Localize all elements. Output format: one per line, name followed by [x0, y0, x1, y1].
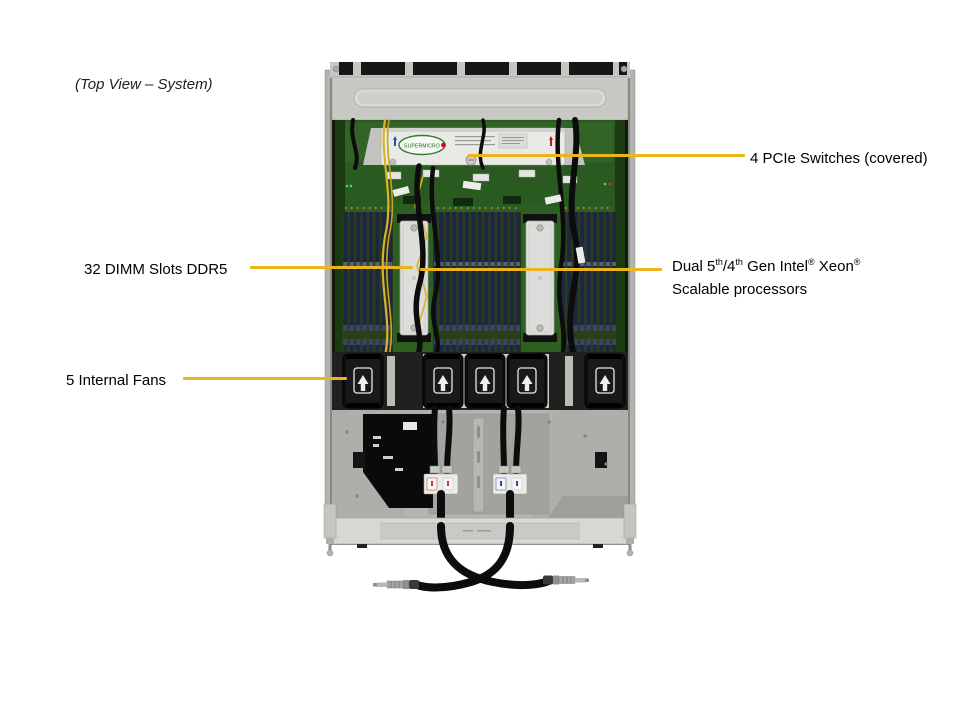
- callout-label-processors: Dual 5th/4th Gen Intel® Xeon® Scalable p…: [672, 255, 860, 301]
- coolant-hoses: [373, 522, 589, 592]
- cpu-coldplate-2: [523, 214, 557, 342]
- server-top-view-illustration: SUPERMICRO: [323, 62, 637, 592]
- fan-3: [464, 353, 506, 409]
- chassis-top-bracket: [331, 76, 629, 121]
- callout-label-fans: 5 Internal Fans: [66, 372, 167, 389]
- fan-5: [584, 353, 626, 409]
- top-connector-strip: [330, 62, 630, 78]
- callout-line-pcie-switches: [468, 154, 745, 157]
- fan-1: [342, 353, 384, 409]
- supermicro-logo: SUPERMICRO: [398, 134, 446, 156]
- internal-fans: [342, 353, 626, 409]
- dimm-bank-left: [341, 207, 393, 357]
- supermicro-logo-text: SUPERMICRO: [404, 144, 440, 150]
- dimm-bank-right: [561, 207, 617, 357]
- liquid-manifold-left: [423, 405, 459, 530]
- callout-line-fans: [183, 377, 347, 380]
- view-label: (Top View – System): [75, 76, 213, 93]
- lower-chassis-tray: [332, 410, 628, 518]
- mounting-bracket-left: [323, 503, 337, 557]
- front-bottom-bar: [323, 503, 637, 557]
- processors-label-line2: Scalable processors: [672, 281, 808, 298]
- pcie-switch-cover: SUPERMICRO: [363, 127, 585, 166]
- fan-2: [422, 353, 464, 409]
- callout-line-processors: [420, 268, 662, 271]
- cable-labels: [392, 180, 586, 264]
- dimm-bank-center: [433, 207, 521, 357]
- callout-label-pcie-switches: 4 PCIe Switches (covered): [750, 150, 928, 167]
- processors-label-line1: Dual 5th/4th Gen Intel® Xeon®: [672, 257, 861, 276]
- callout-label-dimm-slots: 32 DIMM Slots DDR5: [84, 261, 228, 278]
- quick-disconnect-left: [373, 580, 419, 589]
- mounting-bracket-right: [623, 503, 637, 557]
- callout-line-dimm-slots: [250, 266, 413, 269]
- fan-4: [506, 353, 548, 409]
- quick-disconnect-right: [543, 575, 589, 585]
